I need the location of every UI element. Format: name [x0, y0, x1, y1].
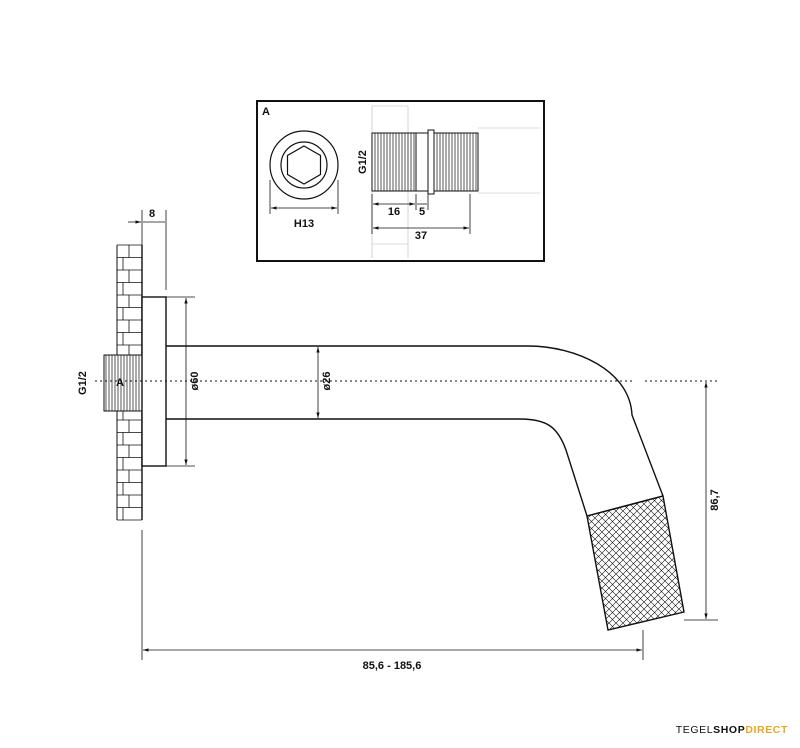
hex-end-view: H13 [269, 130, 339, 230]
brand-logo: TEGELSHOPDIRECT [675, 724, 788, 736]
wall-depth-label: 8 [149, 208, 155, 220]
pipe-diameter-label: ø26 [321, 372, 333, 391]
spout [166, 345, 685, 631]
detail-label: A [262, 106, 270, 118]
hex-size-label: H13 [294, 218, 314, 230]
pipe-diameter-dimension: ø26 [316, 347, 333, 418]
detail-thread-label: G1/2 [357, 150, 369, 174]
rosette-diameter-dimension: ø60 [166, 296, 201, 467]
drop-label: 86,7 [709, 489, 721, 510]
detail-dim-5: 5 [419, 206, 425, 218]
rosette [141, 296, 167, 467]
length-label: 85,6 - 185,6 [363, 660, 422, 672]
knurled-tip [586, 495, 685, 631]
detail-dim-37: 37 [415, 230, 427, 242]
detail-a-box: A H13 G1/2 [256, 100, 545, 262]
wall-thread-label: G1/2 [77, 371, 89, 395]
fitting-side-view [371, 129, 479, 195]
length-dimension: 85,6 - 185,6 [141, 530, 644, 672]
rosette-diameter-label: ø60 [189, 372, 201, 391]
wall-thread-fitting: A [103, 354, 143, 412]
drop-dimension: 86,7 [684, 382, 721, 621]
detail-dim-16: 16 [388, 206, 400, 218]
detail-grid [371, 105, 540, 258]
point-a-label: A [116, 377, 124, 389]
wall-depth-dimension: 8 [128, 208, 167, 290]
